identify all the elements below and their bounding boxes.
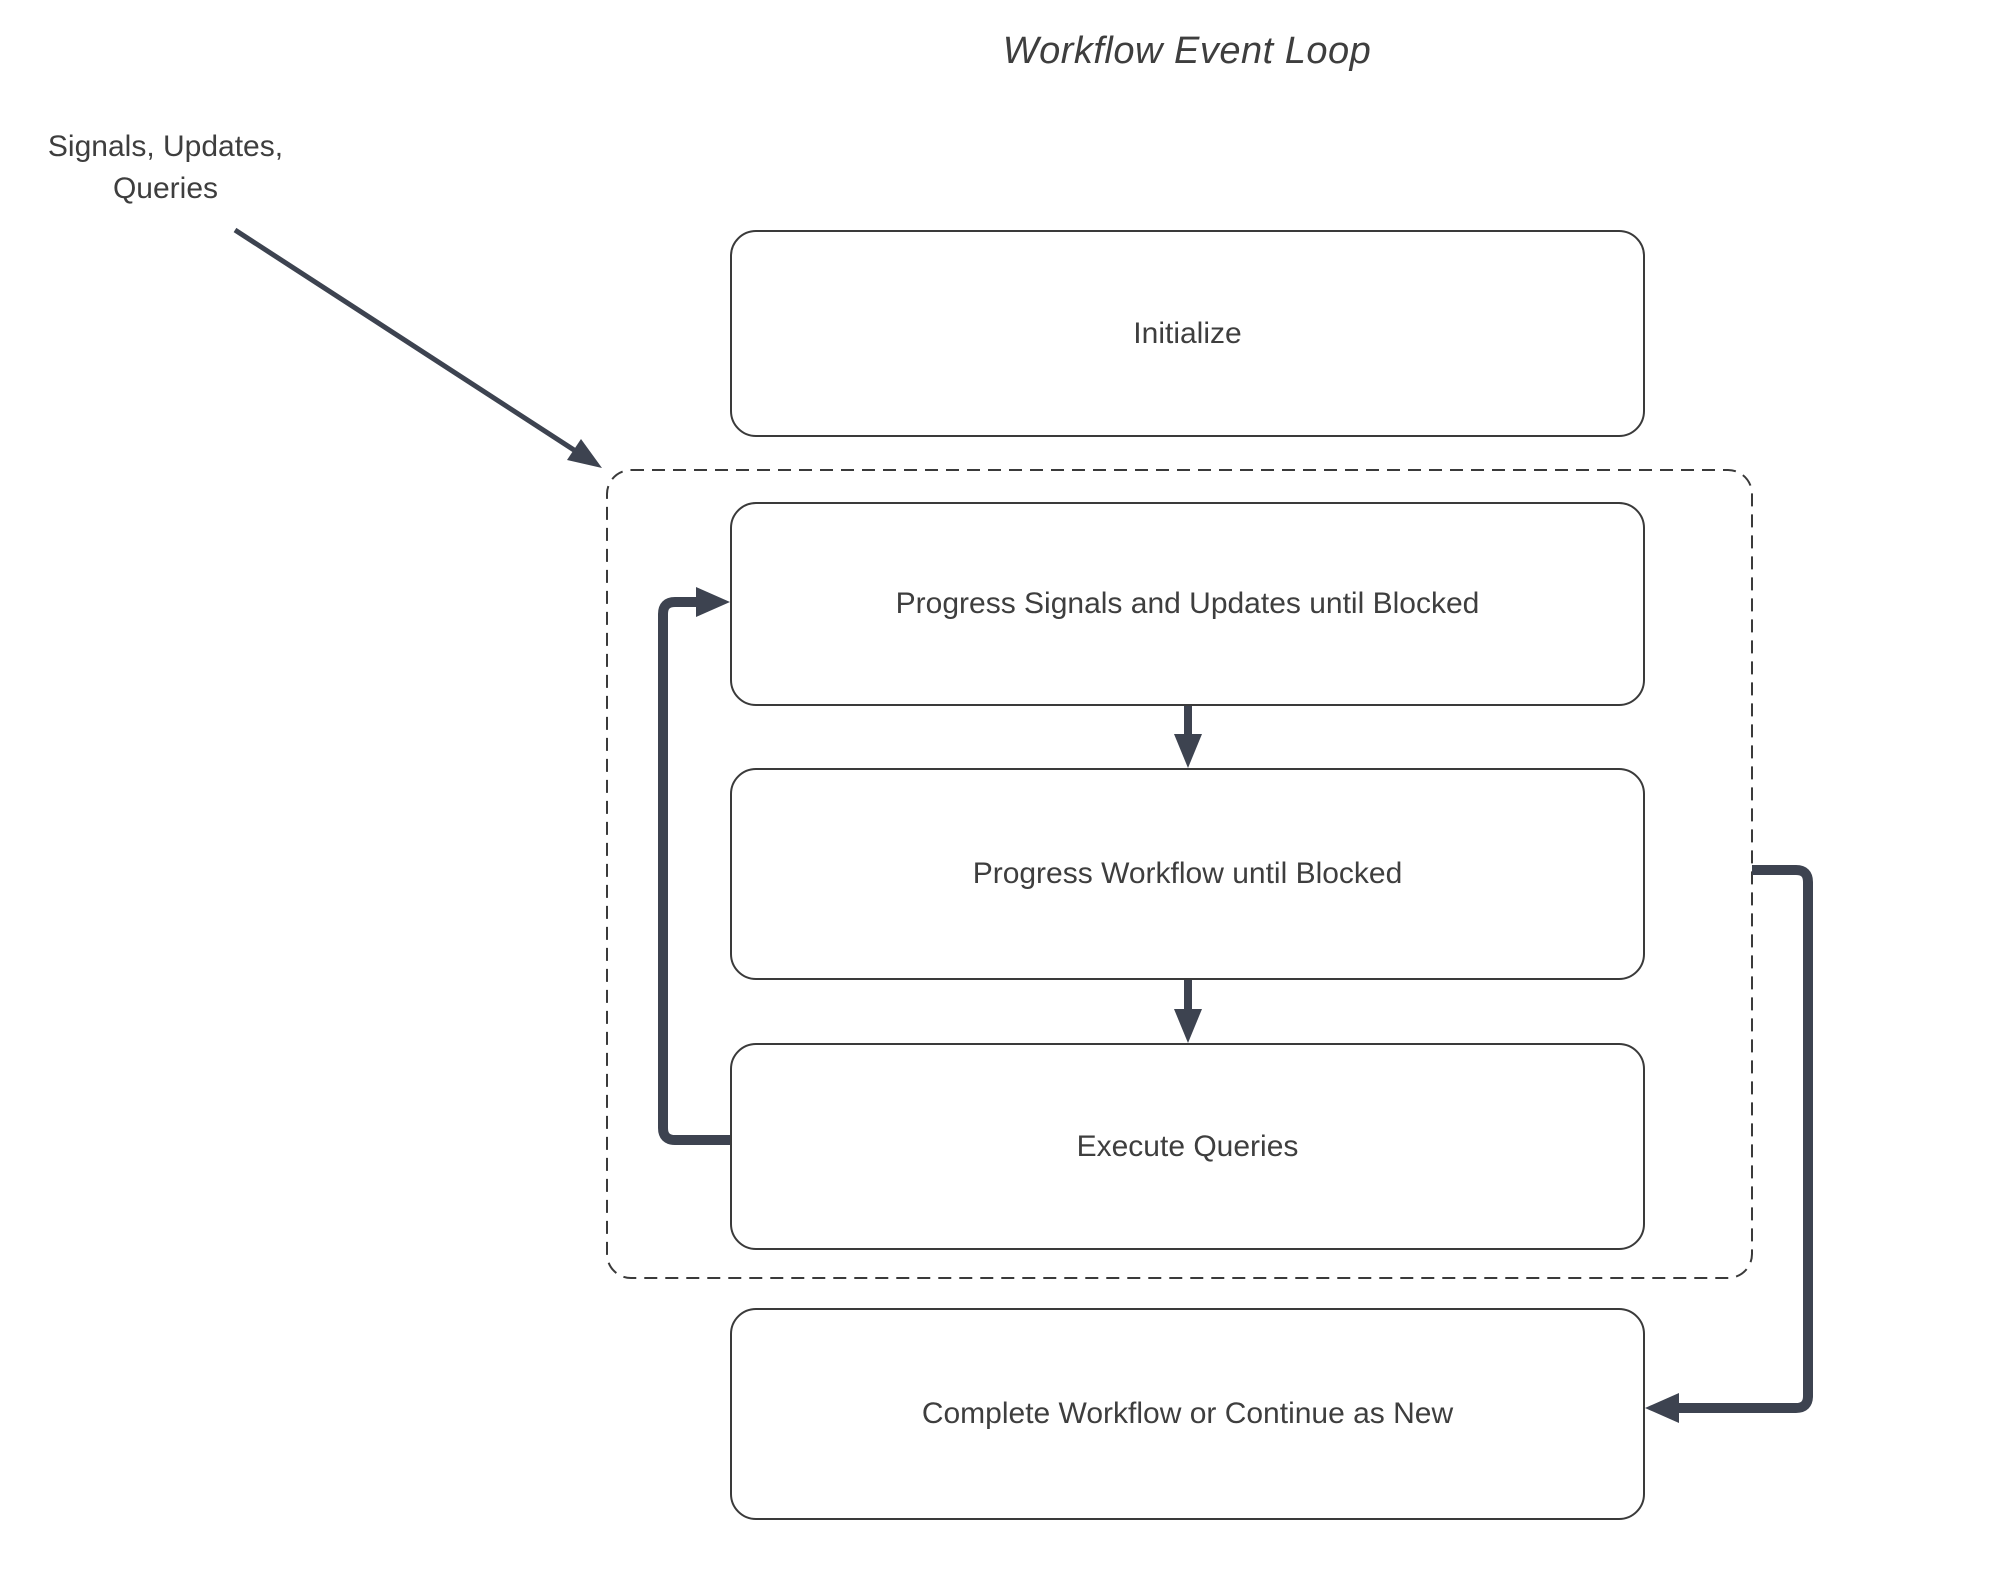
node-execute-queries: Execute Queries xyxy=(730,1043,1645,1250)
node-progress-signals-updates: Progress Signals and Updates until Block… xyxy=(730,502,1645,706)
annotation-line-2: Queries xyxy=(112,172,219,205)
node-complete-workflow: Complete Workflow or Continue as New xyxy=(730,1308,1645,1520)
node-progress-workflow-label: Progress Workflow until Blocked xyxy=(972,857,1403,890)
loopback-arrow-execute-queries-to-progress-signals xyxy=(658,587,730,1145)
arrow-progress-signals-to-progress-workflow xyxy=(1174,706,1202,768)
arrow-event-loop-to-complete xyxy=(1645,865,1813,1423)
signals-input-arrow xyxy=(233,227,602,468)
arrow-progress-workflow-to-execute-queries xyxy=(1174,980,1202,1043)
node-progress-signals-updates-label: Progress Signals and Updates until Block… xyxy=(895,587,1480,620)
annotation-line-1: Signals, Updates, xyxy=(47,130,284,163)
node-initialize-label: Initialize xyxy=(1133,316,1242,350)
node-progress-workflow: Progress Workflow until Blocked xyxy=(730,768,1645,980)
node-initialize: Initialize xyxy=(730,230,1645,437)
node-execute-queries-label: Execute Queries xyxy=(1076,1129,1299,1163)
node-complete-workflow-label: Complete Workflow or Continue as New xyxy=(921,1397,1454,1430)
diagram-title: Workflow Event Loop xyxy=(1002,30,1372,72)
signals-updates-queries-label: Signals, Updates, Queries xyxy=(28,126,303,210)
